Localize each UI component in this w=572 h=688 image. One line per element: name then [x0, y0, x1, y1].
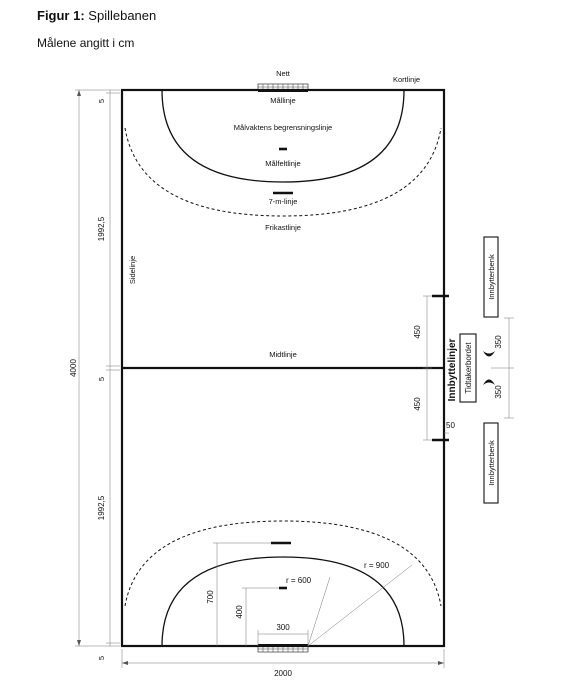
dim-half-bottom: 1992,5	[97, 495, 106, 520]
top-free-throw-line	[124, 127, 442, 217]
figure-subtitle: Målene angitt i cm	[37, 36, 135, 50]
top-goal-mesh	[258, 84, 308, 90]
label-tidtakerbordet: Tidtakerbordet	[464, 342, 473, 394]
label-malvakt: Målvaktens begrensningslinje	[234, 123, 332, 132]
dim-table-upper: 350	[494, 335, 503, 349]
top-goal-area-line	[161, 89, 405, 183]
dim-sub-upper: 450	[413, 325, 422, 339]
bottom-goal-mesh	[258, 646, 308, 652]
dim-sub-lower: 450	[413, 397, 422, 411]
bottom-free-throw-line	[124, 520, 442, 607]
bottom-goal-area-line	[161, 556, 405, 647]
figure-header: Figur 1: Spillebanen Målene angitt i cm	[37, 8, 156, 50]
label-nett: Nett	[276, 69, 291, 78]
dimension-lines	[75, 89, 514, 668]
dim-radius-600: r = 600	[286, 576, 312, 585]
dim-table-lower: 350	[494, 385, 503, 399]
figure-label: Figur 1:	[37, 8, 85, 23]
dimension-arrows	[77, 90, 444, 665]
dim-radius-900: r = 900	[364, 561, 390, 570]
timekeeper-table	[459, 333, 477, 403]
timekeeper-seat-upper	[483, 351, 495, 357]
label-frikast: Frikastlinje	[265, 223, 301, 232]
substitution-bench-upper	[483, 236, 499, 318]
substitution-bench-lower	[483, 422, 499, 504]
dim-width: 2000	[274, 669, 292, 678]
dim-300: 300	[276, 623, 290, 632]
label-innbytterbenk-lower: Innbytterbenk	[487, 440, 496, 486]
label-midtlinje: Midtlinje	[269, 350, 297, 359]
dim-goal-top: 5	[97, 99, 106, 103]
dim-center: 5	[97, 377, 106, 381]
figure-title: Figur 1: Spillebanen	[37, 8, 156, 23]
label-innbyttelinjer: Innbyttelinjer	[447, 339, 458, 402]
dim-total-length: 4000	[69, 359, 78, 377]
label-kortlinje: Kortlinje	[393, 75, 420, 84]
label-sjumeter: 7-m-linje	[269, 197, 298, 206]
dim-sub-gap: 50	[446, 421, 455, 430]
dim-700: 700	[206, 590, 215, 604]
label-mallinje: Mållinje	[270, 96, 295, 105]
figure-title-text: Spillebanen	[88, 8, 157, 23]
dim-400: 400	[235, 605, 244, 619]
label-malfelt: Målfeltlinje	[265, 159, 300, 168]
timekeeper-seat-lower	[483, 379, 495, 385]
label-sidelinje: Sidelinje	[128, 256, 137, 284]
dim-half-top: 1992,5	[97, 216, 106, 241]
dim-goal-bottom: 5	[97, 656, 106, 660]
label-innbytterbenk-upper: Innbytterbenk	[487, 254, 496, 300]
